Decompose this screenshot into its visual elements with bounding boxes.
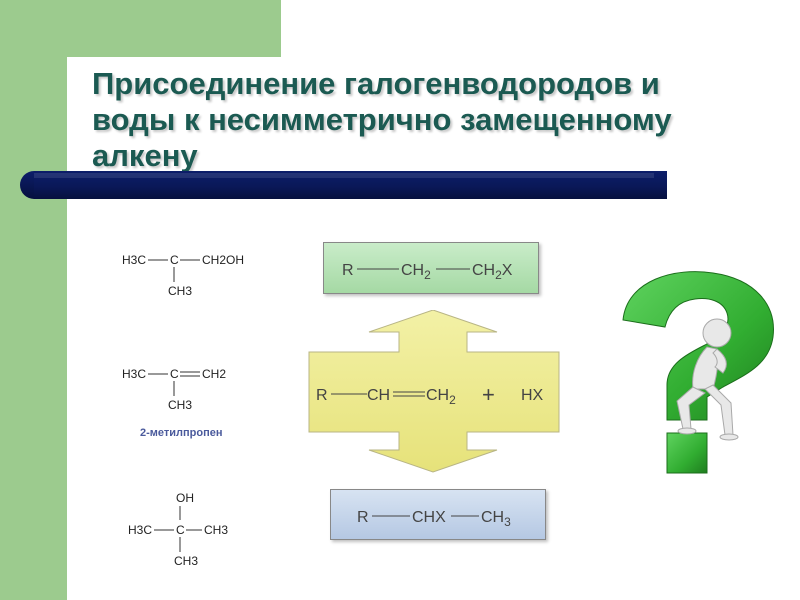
double-arrow: R CH CH2 + HX: [308, 310, 560, 473]
m3-oh-label: OH: [176, 491, 194, 505]
product-bottom-formula: R CHX CH3: [357, 509, 511, 529]
m1-h3c-label: H3C: [122, 253, 146, 267]
question-mark-shape: [622, 271, 774, 474]
structural-formulas: H3C C CH2OH CH3 H3C C CH2 CH3 2-метилпро…: [122, 253, 244, 568]
thinking-person-figure: [676, 318, 739, 441]
top-ch2-label: CH2: [401, 262, 431, 282]
plus-sign: +: [482, 382, 495, 407]
divider-bar-body: [34, 171, 667, 199]
bot-chx-label: CHX: [412, 509, 446, 526]
title-line-2: воды к несимметрично замещенному: [92, 102, 672, 137]
product-top-formula: R CH2 CH2X: [342, 262, 513, 282]
m2-h3c-label: H3C: [122, 367, 146, 381]
top-ch2x-label: CH2X: [472, 262, 513, 282]
left-green-stripe: [0, 0, 67, 600]
m3-h3c-label: H3C: [128, 523, 152, 537]
m1-ch2oh-label: CH2OH: [202, 253, 244, 267]
product-box-markovnikov: R CHX CH3: [330, 489, 546, 540]
molecule-2-methylpropene: H3C C CH2 CH3 2-метилпропен: [122, 367, 226, 439]
m2-ch3-label: CH3: [168, 398, 192, 412]
m2-ch2-label: CH2: [202, 367, 226, 381]
bot-r-label: R: [357, 509, 369, 526]
mid-r-label: R: [316, 387, 328, 404]
top-green-block: [0, 0, 281, 57]
m3-c-label: C: [176, 523, 185, 537]
arrow-shape: [308, 310, 560, 473]
title-divider-bar: [20, 171, 667, 199]
slide-title: Присоединение галогенводородов и воды к …: [92, 66, 772, 174]
m3-ch3-right-label: CH3: [204, 523, 228, 537]
m2-c-label: C: [170, 367, 179, 381]
bot-ch3-label: CH3: [481, 509, 511, 529]
title-line-3: алкену: [92, 138, 198, 173]
mid-ch2-label: CH2: [426, 387, 456, 407]
m2-name-label: 2-метилпропен: [140, 427, 223, 439]
molecule-2-methylpropanol: H3C C CH2OH CH3: [122, 253, 244, 298]
product-box-anti-markovnikov: R CH2 CH2X: [323, 242, 539, 294]
m3-ch3-bottom-label: CH3: [174, 554, 198, 568]
mid-ch-label: CH: [367, 387, 390, 404]
m1-c-label: C: [170, 253, 179, 267]
top-r-label: R: [342, 262, 354, 279]
title-line-1: Присоединение галогенводородов и: [92, 66, 660, 101]
molecule-2-methylpropanol-2: OH H3C C CH3 CH3: [128, 491, 228, 568]
question-mark-person-icon: [622, 271, 774, 474]
divider-bar-highlight: [34, 173, 654, 178]
m1-ch3-label: CH3: [168, 284, 192, 298]
mid-hx-label: HX: [521, 387, 544, 404]
